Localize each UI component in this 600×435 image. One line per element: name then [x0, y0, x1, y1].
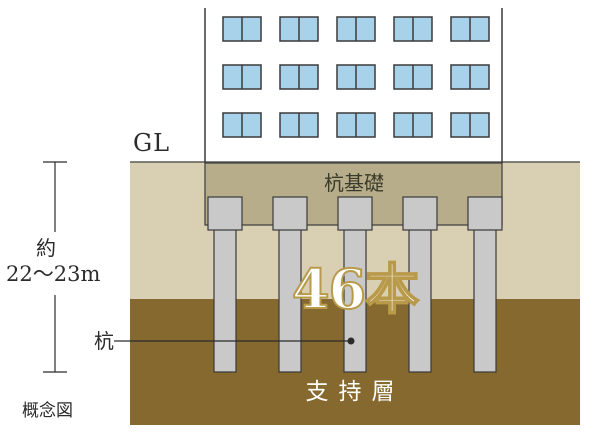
- pile-head: [467, 196, 503, 231]
- pile-count-label: 46本: [291, 257, 420, 321]
- building: [204, 8, 503, 163]
- window: [336, 112, 376, 138]
- pile-shaft: [473, 227, 497, 373]
- pile-head: [272, 196, 308, 231]
- pile-head: [207, 196, 243, 231]
- pile-label: 杭: [94, 329, 114, 353]
- window: [450, 112, 490, 138]
- window: [450, 64, 490, 90]
- window: [279, 112, 319, 138]
- window: [393, 64, 433, 90]
- building-windows: [222, 16, 490, 138]
- ground-level-label: GL: [133, 129, 171, 157]
- depth-label-approx: 約: [36, 236, 56, 260]
- window: [450, 16, 490, 42]
- pile: [207, 196, 243, 373]
- window: [222, 112, 262, 138]
- window: [393, 112, 433, 138]
- pile-shaft: [213, 227, 237, 373]
- pile-cap-label: 杭基礎: [324, 171, 384, 195]
- bearing-layer-label: 支持層: [305, 379, 405, 405]
- diagram-caption: 概念図: [22, 401, 73, 421]
- pile: [272, 196, 308, 373]
- window: [279, 16, 319, 42]
- pile-head: [337, 196, 373, 231]
- window: [336, 64, 376, 90]
- window: [279, 64, 319, 90]
- window: [336, 16, 376, 42]
- window: [222, 64, 262, 90]
- pile: [337, 196, 373, 373]
- pile-leader-dot: [347, 337, 355, 345]
- pile-head: [402, 196, 438, 231]
- depth-label-value: 22〜23m: [6, 262, 101, 286]
- depth-dimension: [43, 161, 67, 373]
- window: [393, 16, 433, 42]
- window: [222, 16, 262, 42]
- pile: [467, 196, 503, 373]
- pile: [402, 196, 438, 373]
- piles: [207, 196, 503, 373]
